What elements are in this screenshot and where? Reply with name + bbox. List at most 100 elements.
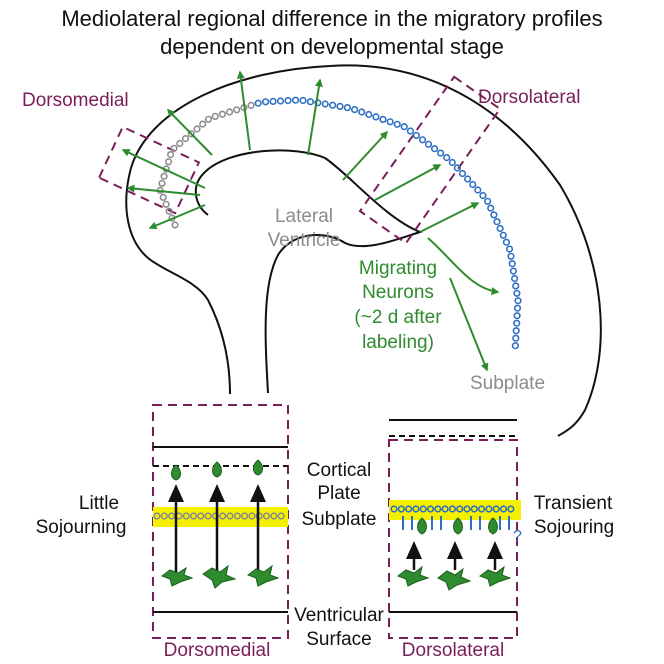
neurons-subplate-right [417, 517, 498, 535]
neuron [246, 564, 280, 587]
ventricular-surface-label-1: Ventricular [294, 605, 384, 626]
subplate-cell [343, 103, 352, 112]
subplate-cell [170, 144, 178, 152]
title-line-1: Mediolateral regional difference in the … [61, 6, 602, 31]
subplate-cell [499, 231, 507, 239]
subplate-cell [479, 191, 487, 200]
neurons-ventricular-right [396, 565, 512, 591]
subplate-cell [247, 101, 255, 109]
medial-wall-outline [125, 167, 231, 395]
subplate-cell [204, 115, 213, 123]
subplate-cell [233, 512, 241, 520]
migration-arrows [121, 70, 500, 372]
subplate-cell [158, 179, 166, 187]
migrating-neurons-label-4: labeling) [362, 332, 434, 353]
subplate-layer-label: Subplate [301, 509, 376, 530]
subplate-cell [513, 304, 522, 312]
subplate-cell [277, 512, 285, 520]
little-sojourning-label-2: Sojourning [36, 517, 127, 538]
subplate-cell [365, 110, 373, 119]
neuron [202, 564, 237, 589]
subplate-cell [492, 505, 500, 513]
subplate-cell [233, 106, 241, 114]
subplate-cell [406, 127, 415, 135]
subplate-cell [168, 512, 176, 520]
subplate-cell [512, 334, 520, 342]
subplate-cell [306, 98, 315, 106]
subplate-cell [193, 125, 201, 133]
neuron [212, 461, 222, 478]
subplate-cell [419, 505, 427, 513]
subplate-cell [159, 193, 167, 201]
subplate-cell [226, 108, 234, 116]
migration-arrow [121, 149, 206, 189]
subplate-cell [189, 512, 198, 520]
subplate-cell [397, 505, 405, 513]
subplate-cell [329, 101, 337, 109]
subplate-cell [164, 158, 173, 166]
subplate-cell [437, 149, 445, 157]
subplate-cell [513, 289, 521, 297]
neuron [171, 464, 181, 481]
transient-sojouring-label-1: Transient [534, 493, 613, 514]
subplate-cell [512, 327, 520, 335]
migration-arrow [427, 237, 500, 296]
migrating-neurons-label-3: (~2 d after [354, 307, 442, 328]
transient-sojouring-label-2: Sojouring [534, 517, 614, 538]
subplate-cell [218, 110, 226, 118]
subplate-cell [269, 97, 277, 105]
subplate-cell [379, 115, 387, 123]
subplate-cell [299, 96, 307, 105]
subplate-cells-right [390, 505, 515, 513]
subplate-cell [424, 140, 433, 148]
subplate-cell [176, 139, 184, 148]
neuron [253, 459, 263, 476]
subplate-cell [262, 98, 270, 106]
subplate-cell [162, 200, 170, 208]
subplate-cell [321, 100, 329, 108]
subplate-cell [507, 505, 515, 513]
subplate-cell [241, 512, 249, 520]
subplate-cell [390, 505, 398, 513]
subplate-cell [405, 505, 413, 513]
subplate-cell [254, 99, 262, 107]
subplate-cell [160, 172, 168, 180]
dorsomedial-region-box [97, 125, 201, 215]
subplate-cell [470, 505, 478, 513]
subplate-cell [160, 512, 168, 520]
dorsolateral-region-box [358, 75, 502, 245]
subplate-cell [171, 221, 179, 229]
subplate-cell [441, 505, 449, 513]
migration-arrow [236, 70, 251, 151]
subplate-cell [464, 175, 472, 183]
subplate-cell [270, 512, 278, 520]
subplate-cell [431, 145, 439, 153]
cortical-plate-label-2: Plate [317, 483, 360, 504]
subplate-cell [181, 135, 190, 143]
subplate-cell [448, 505, 457, 513]
question-mark: ? [513, 528, 522, 545]
subplate-cell [182, 512, 190, 520]
subplate-brain-label: Subplate [470, 373, 545, 394]
subplate-cell [336, 102, 344, 110]
radial-arrows-right [406, 541, 503, 570]
subplate-cell [187, 130, 195, 138]
ventricular-surface-label-2: Surface [306, 629, 371, 650]
migration-arrow [307, 78, 323, 156]
dorsomedial-label: Dorsomedial [22, 90, 129, 111]
subplate-cell [165, 207, 173, 215]
migration-arrow [419, 202, 480, 233]
subplate-cell [496, 224, 504, 233]
subplate-cell [211, 112, 219, 120]
dorsolateral-panel-box [388, 439, 518, 639]
subplate-cell [372, 113, 380, 121]
subplate-cell [448, 158, 456, 167]
subplate-cell [204, 512, 212, 520]
subplate-cell [248, 512, 256, 520]
subplate-cell [510, 274, 519, 283]
dorsomedial-caption: Dorsomedial [164, 640, 271, 661]
migrating-neurons-label-2: Neurons [362, 282, 434, 303]
hemisphere-outline [130, 64, 602, 437]
